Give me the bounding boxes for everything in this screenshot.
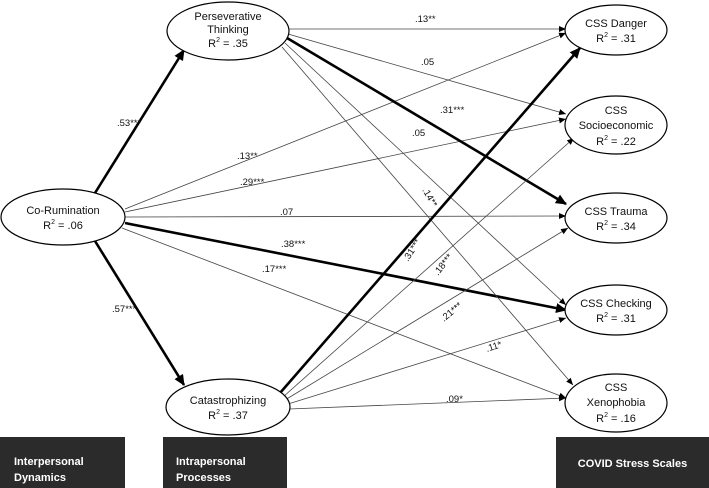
node-label: CSS Checking (580, 298, 652, 310)
path-arrow-co-pt (93, 49, 186, 194)
footer-label: COVID Stress Scales (577, 458, 688, 470)
node-perseverative-thinking: Perseverative Thinking R2 = .35 (166, 1, 290, 61)
footer-intrapersonal-processes: Intrapersonal Processes (163, 437, 287, 488)
path-arrow-co-soc (124, 117, 567, 213)
node-co-rumination: Co-Rumination R2 = .06 (0, 188, 126, 246)
path-coefficient-cat-xen: .09* (446, 394, 463, 405)
node-css-xenophobia: CSS Xenophobia R2 = .16 (564, 373, 668, 433)
path-coefficient-pt-xen: .14** (419, 186, 439, 210)
node-r2: R2 = .31 (596, 32, 636, 45)
footer-interpersonal-dynamics: Interpersonal Dynamics (0, 437, 125, 488)
node-css-danger: CSS Danger R2 = .31 (564, 4, 668, 56)
node-r2: R2 = .37 (208, 409, 248, 422)
path-arrow-cat-xen (288, 395, 567, 410)
path-arrow-co-xen (121, 227, 567, 399)
path-coefficient-pt-che: .05 (412, 128, 425, 139)
node-label: Catastrophizing (190, 395, 266, 407)
node-label: CSS Trauma (585, 206, 649, 218)
path-coefficient-co-xen: .17*** (262, 264, 287, 275)
node-r2: R2 = .22 (596, 135, 636, 148)
path-coefficient-co-pt: .53*** (117, 118, 142, 129)
path-coefficient-pt-dan: .13** (415, 14, 436, 25)
node-label: Co-Rumination (26, 205, 99, 217)
path-arrow-co-tra (124, 213, 567, 220)
node-css-checking: CSS Checking R2 = .31 (564, 284, 668, 336)
footer-label-line1: Interpersonal (14, 456, 84, 468)
path-arrow-pt-xen (281, 46, 574, 386)
footer-label-line1: Intrapersonal (176, 456, 246, 468)
path-arrow-cat-tra (284, 227, 569, 401)
path-arrow-pt-tra (286, 36, 567, 206)
node-r2: R2 = .16 (596, 412, 636, 425)
node-label-line1: CSS (605, 382, 628, 394)
path-arrow-co-cat (93, 240, 186, 386)
path-arrow-pt-che (284, 42, 567, 306)
path-coefficient-co-tra: .07 (280, 207, 293, 218)
node-catastrophizing: Catastrophizing R2 = .37 (165, 378, 291, 436)
node-css-trauma: CSS Trauma R2 = .34 (564, 192, 668, 244)
path-coefficient-co-cat: .57*** (112, 304, 137, 315)
node-label-line2: Socioeconomic (579, 120, 654, 132)
path-coefficient-co-che: .38*** (281, 239, 306, 250)
node-label-line2: Xenophobia (587, 397, 647, 409)
path-arrow-cat-che (287, 317, 567, 405)
path-coefficient-cat-che: .11* (485, 339, 504, 355)
node-r2: R2 = .34 (596, 220, 636, 233)
path-arrow-co-che (124, 221, 567, 313)
node-label-line1: Perseverative (194, 11, 261, 23)
node-r2: R2 = .35 (208, 37, 248, 50)
edges-layer (93, 26, 581, 410)
footer-label-line2: Dynamics (14, 472, 66, 484)
node-label-line2: Thinking (207, 24, 249, 36)
path-coefficient-co-dan: .13** (237, 151, 258, 162)
path-coefficient-pt-tra: .31*** (440, 105, 465, 116)
node-r2: R2 = .06 (43, 219, 83, 232)
node-label: CSS Danger (585, 18, 647, 30)
footer-covid-stress-scales: COVID Stress Scales (556, 437, 709, 488)
footer-label-line2: Processes (176, 472, 232, 484)
path-arrow-cat-dan (279, 47, 581, 394)
node-label-line1: CSS (605, 105, 628, 117)
path-coefficient-pt-soc: .05 (421, 57, 434, 68)
path-arrow-pt-soc (287, 33, 567, 115)
node-r2: R2 = .31 (596, 312, 636, 325)
path-coefficient-cat-soc: .18*** (432, 252, 456, 278)
path-arrow-cat-soc (282, 137, 575, 398)
node-css-socioeconomic: CSS Socioeconomic R2 = .22 (564, 95, 668, 155)
path-coefficient-co-soc: .29*** (240, 177, 265, 188)
